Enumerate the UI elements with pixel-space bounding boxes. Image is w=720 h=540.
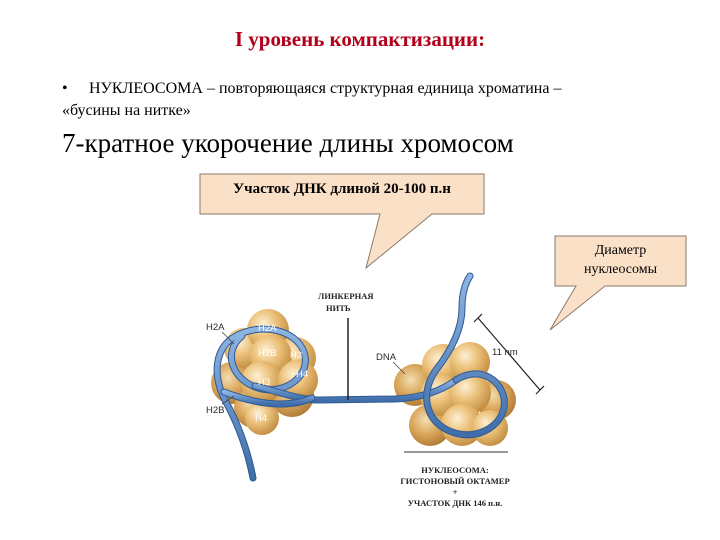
subtitle: 7-кратное укорочение длины хромосом — [62, 128, 514, 158]
label-h2a-outer: H2A — [206, 322, 225, 333]
caption-line2: ГИСТОНОВЫЙ ОКТАМЕР — [400, 476, 509, 486]
bullet-text-line2: «бусины на нитке» — [62, 102, 191, 119]
size-label: 11 nm — [492, 347, 518, 358]
label-h2a: H2A — [258, 323, 277, 334]
left-histone-octamer — [211, 309, 318, 435]
callout-diameter-shape — [549, 235, 687, 331]
bullet-marker: • — [62, 80, 68, 97]
caption-line4: УЧАСТОК ДНК 146 п.н. — [408, 498, 502, 508]
label-h2b: H2B — [258, 348, 276, 359]
caption-line3: + — [453, 487, 458, 497]
caption-line1: НУКЛЕОСОМА: — [421, 465, 489, 475]
label-h3-top: H3 — [290, 350, 302, 361]
callout-dna-segment-shape — [199, 173, 485, 270]
dna-label: DNA — [376, 352, 397, 363]
dna-strand — [213, 272, 508, 482]
label-h3-mid: H3 — [258, 377, 270, 388]
callout-diameter-line1: Диаметр — [594, 243, 647, 258]
page-title: I уровень компактизации: — [234, 27, 486, 51]
diameter-dimension — [473, 313, 545, 395]
bullet-text-line1: НУКЛЕОСОМА – повторяющаяся структурная е… — [89, 80, 562, 97]
label-h4-right: H4 — [296, 369, 308, 380]
callout-diameter-line2: нуклеосомы — [583, 262, 658, 277]
linker-label-line2: НИТЬ — [326, 303, 351, 313]
label-h2b-outer: H2B — [206, 405, 224, 416]
callout-diameter-text: Диаметр нуклеосомы — [555, 238, 686, 279]
linker-label-line1: ЛИНКЕРНАЯ — [318, 291, 373, 301]
callout-dna-segment-text: Участок ДНК длиной 20-100 п.н — [233, 181, 451, 197]
label-h4-bottom: H4 — [255, 413, 267, 424]
